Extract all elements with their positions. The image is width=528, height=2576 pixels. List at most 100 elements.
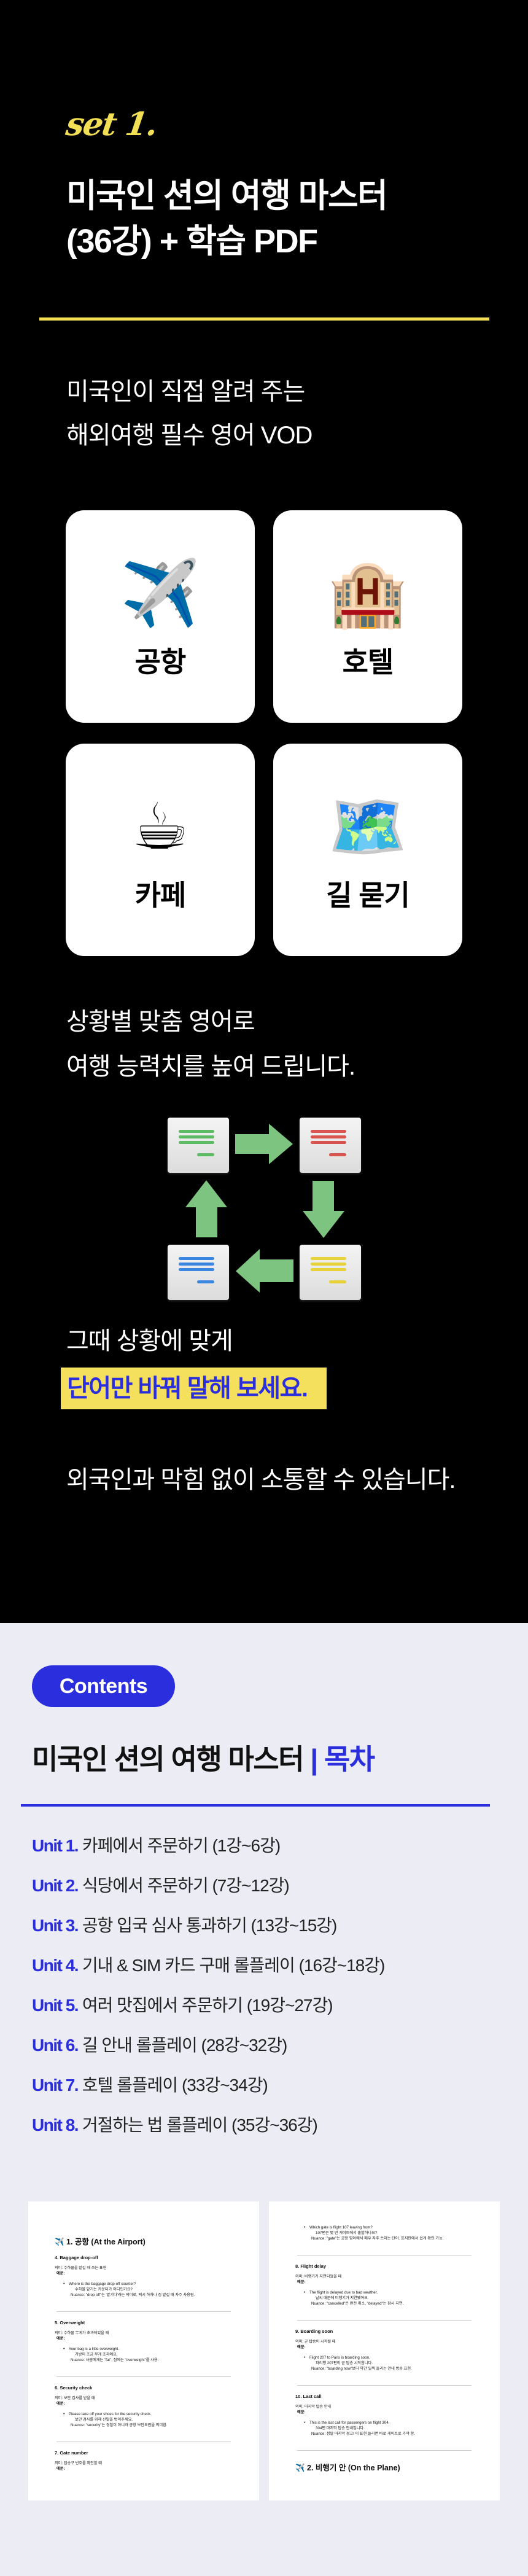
section-divider: [297, 2385, 472, 2386]
pdf-expression-section: 8. Flight delay 의미: 비행기가 지연되었을 때 예문:• Th…: [295, 2263, 500, 2321]
text-line: [311, 1268, 346, 1271]
example-label: 예문:: [56, 2402, 65, 2406]
card-label: 길 묻기: [326, 879, 410, 911]
airplane-icon: ✈️: [120, 558, 200, 629]
pdf-section-title: ✈️ 2. 비행기 안 (On the Plane): [295, 2464, 400, 2472]
pdf-preview-page-2: • Which gate is flight 107 leaving from?…: [269, 2201, 500, 2500]
unit-label: Unit 5.: [32, 1996, 79, 2015]
pdf-expression-section: 7. Gate number 의미: 탑승구 번호를 확인할 때 예문:: [55, 2450, 259, 2472]
card-label: 카페: [134, 879, 187, 911]
unit-label: Unit 1.: [32, 1836, 79, 1855]
expression-heading: 10. Last call: [295, 2394, 322, 2399]
arrow-right-icon: [235, 1124, 293, 1164]
contents-unit-item: Unit 8. 거절하는 법 롤플레이 (35강~36강): [32, 2115, 318, 2136]
example-label: 예문:: [56, 2337, 65, 2341]
contents-badge: Contents: [32, 1665, 175, 1707]
text-line: [179, 1130, 214, 1133]
section-divider: [56, 2376, 231, 2377]
example-nuance: Nuance: "cancelled"은 완전 취소, "delayed"는 잠…: [311, 2302, 404, 2306]
example-en: Your bag is a little overweight.: [69, 2347, 119, 2351]
text-line: [329, 1280, 346, 1283]
expression-heading: 5. Overweight: [55, 2320, 85, 2325]
example-nuance: Nuance: "security"는 경찰이 아니라 공항 보안요원을 의미함…: [71, 2423, 168, 2427]
unit-label: Unit 7.: [32, 2076, 79, 2095]
text-line: [179, 1257, 214, 1260]
contents-heading-divider: |: [310, 1743, 318, 1775]
product-title-line1: 미국인 션의 여행 마스터: [66, 177, 388, 214]
text-line: [311, 1130, 346, 1133]
bullet-icon: •: [304, 2290, 306, 2295]
contents-unit-item: Unit 1. 카페에서 주문하기 (1강~6강): [32, 1835, 281, 1856]
card-hotel: 🏨 호텔: [273, 510, 462, 723]
text-line: [197, 1280, 214, 1283]
pdf-section-title: ✈️ 1. 공항 (At the Airport): [55, 2238, 146, 2246]
document-icon-yellow: [300, 1245, 361, 1300]
divider: [39, 317, 489, 321]
example-nuance: Nuance: 사람에게는 "fat", 짐에는 "overweight"를 사…: [71, 2358, 159, 2362]
expression-meaning: 의미: 곧 탑승이 시작될 때: [295, 2340, 336, 2344]
contents-heading: 미국인 션의 여행 마스터 | 목차: [32, 1741, 375, 1777]
example-en: Flight 207 to Paris is boarding soon.: [309, 2356, 370, 2360]
pdf-preview-page-1: ✈️ 1. 공항 (At the Airport) 4. Baggage dro…: [28, 2201, 259, 2500]
contents-unit-item: Unit 5. 여러 맛집에서 주문하기 (19강~27강): [32, 1995, 333, 2016]
card-cafe: ☕ 카페: [66, 744, 255, 956]
contents-unit-item: Unit 3. 공항 입국 심사 통과하기 (13강~15강): [32, 1915, 337, 1936]
document-icon-red: [300, 1118, 361, 1173]
example-nuance: Nuance: "gate"는 공항 영어에서 매우 자주 쓰이는 단어. 표지…: [311, 2236, 444, 2241]
example-ko: 107편은 몇 번 게이트에서 출발하나요?: [316, 2231, 378, 2235]
text-line: [311, 1141, 346, 1144]
example-ko: 수하물 맡기는 카운터가 어디인가요?: [75, 2287, 133, 2292]
example-ko: 가방이 조금 무게 초과예요.: [75, 2352, 118, 2357]
subtitle-line1: 미국인이 직접 알려 주는: [66, 378, 305, 405]
text-line: [179, 1268, 214, 1271]
text-line: [179, 1263, 214, 1266]
expression-meaning: 의미: 수하물을 맡길 때 쓰는 표현: [55, 2266, 107, 2270]
unit-label: Unit 8.: [32, 2115, 79, 2134]
example-ko: 날씨 때문에 비행기가 지연됐어요.: [316, 2296, 369, 2300]
document-icon-green: [168, 1118, 229, 1173]
section-divider: [297, 2450, 472, 2451]
hotel-icon: 🏨: [328, 558, 408, 629]
text-line: [197, 1153, 214, 1156]
bullet-icon: •: [304, 2421, 306, 2425]
bullet-icon: •: [63, 2347, 65, 2351]
card-directions: 🗺️ 길 묻기: [273, 744, 462, 956]
contents-unit-item: Unit 7. 호텔 롤플레이 (33강~34강): [32, 2075, 268, 2096]
map-icon: 🗺️: [328, 792, 408, 863]
card-label: 공항: [134, 646, 187, 678]
unit-title: 식당에서 주문하기 (7강~12강): [82, 1876, 290, 1895]
arrow-left-icon: [236, 1249, 293, 1293]
pdf-expression-section: 10. Last call 의미: 마지막 탑승 안내 예문:• This is…: [295, 2394, 500, 2451]
bullet-icon: •: [63, 2282, 65, 2286]
text-line: [329, 1153, 346, 1156]
expression-heading: 4. Baggage drop-off: [55, 2255, 98, 2260]
unit-label: Unit 2.: [32, 1876, 79, 1895]
expression-meaning: 의미: 보안 검사를 받을 때: [55, 2396, 95, 2400]
text-line: [179, 1135, 214, 1138]
text-line: [311, 1257, 346, 1260]
example-en: The flight is delayed due to bad weather…: [309, 2290, 378, 2295]
bullet-icon: •: [304, 2225, 306, 2230]
section-divider: [297, 2320, 472, 2321]
example-en: Please take off your shoes for the secur…: [69, 2412, 152, 2416]
example-nuance: Nuance: "boarding now"보다 약간 일찍 들리는 안내 방송…: [311, 2367, 412, 2371]
card-airport: ✈️ 공항: [66, 510, 255, 723]
highlight-text: 단어만 바꿔 말해 보세요.: [61, 1368, 327, 1409]
example-ko: 보안 검사를 위해 신발을 벗어주세요.: [75, 2418, 133, 2422]
expression-meaning: 의미: 수하물 무게가 초과되었을 때: [55, 2331, 109, 2335]
expression-heading: 6. Security check: [55, 2385, 93, 2391]
expression-meaning: 의미: 비행기가 지연되었을 때: [295, 2274, 342, 2279]
expression-heading: 8. Flight delay: [295, 2263, 327, 2269]
contents-divider: [21, 1804, 490, 1807]
example-ko: 파리행 207편이 곧 탑승 시작합니다.: [316, 2361, 373, 2365]
situation-line2: 여행 능력치를 높여 드립니다.: [66, 1053, 355, 1080]
example-en: Which gate is flight 107 leaving from?: [309, 2225, 373, 2230]
example-nuance: Nuance: 정말 마지막 경고! 이 표현 들리면 바로 게이트로 가야 함…: [311, 2432, 415, 2436]
card-label: 호텔: [342, 646, 394, 678]
arrow-down-icon: [303, 1181, 344, 1238]
pdf-expression-section: 4. Baggage drop-off 의미: 수하물을 맡길 때 쓰는 표현 …: [55, 2255, 259, 2312]
pdf-expression-section: 6. Security check 의미: 보안 검사를 받을 때 예문:• P…: [55, 2385, 259, 2442]
example-label: 예문:: [297, 2345, 306, 2349]
example-ko: 304편 마지막 탑승 안내입니다.: [316, 2426, 365, 2430]
example-en: This is the last call for passengers on …: [309, 2421, 390, 2425]
